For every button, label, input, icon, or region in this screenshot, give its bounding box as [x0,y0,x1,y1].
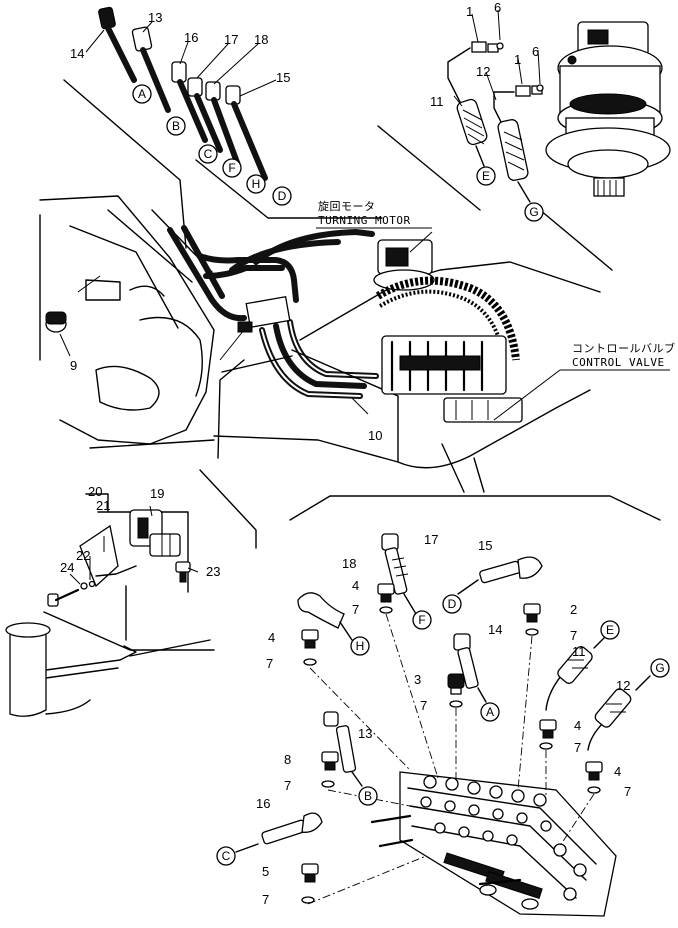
part-number: 15 [276,70,290,85]
part-number: 5 [262,864,269,879]
connection-marker-b: B [364,789,372,803]
part-number: 21 [96,498,110,513]
connection-marker-h: H [356,639,365,653]
turning-motor-assembly [377,9,671,271]
connection-marker-c: C [222,849,231,863]
part-number: 7 [570,628,577,643]
part-number: 7 [284,778,291,793]
part-number: 4 [352,578,359,593]
part-number: 19 [150,486,164,501]
part-number: 17 [424,532,438,547]
connection-marker-f: F [418,613,425,627]
part-number: 16 [184,30,198,45]
part-number: 9 [70,358,77,373]
part-number: 23 [206,564,220,579]
part-number: 17 [224,32,238,47]
connection-marker-h: H [252,177,261,191]
callout-labels: 旋回モータ TURNING MOTOR コントロールバルブ CONTROL VA… [60,0,676,907]
part-number: 22 [76,548,90,563]
connection-marker-g: G [529,205,538,219]
part-number: 20 [88,484,102,499]
part-number: 7 [624,784,631,799]
part-number: 24 [60,560,74,575]
connection-marker-f: F [228,161,235,175]
part-number: 14 [70,46,84,61]
connection-marker-d: D [278,189,287,203]
control-valve-label-jp: コントロールバルブ [572,341,676,355]
part-number: 7 [266,656,273,671]
part-number: 7 [262,892,269,907]
part-number: 7 [420,698,427,713]
connection-marker-a: A [486,705,494,719]
hose-group-top-left [85,6,277,181]
part-number: 15 [478,538,492,553]
connection-marker-a: A [138,87,146,101]
connection-marker-e: E [482,169,490,183]
part-number: 12 [616,678,630,693]
part-number: 4 [614,764,621,779]
bracket-assembly [5,493,215,717]
part-number: 7 [574,740,581,755]
part-number: 14 [488,622,502,637]
part-number: 10 [368,428,382,443]
connection-marker-g: G [655,661,664,675]
connection-marker-e: E [606,623,614,637]
part-number: 4 [268,630,275,645]
part-number: 2 [570,602,577,617]
connection-marker-b: B [172,119,180,133]
part-number: 6 [494,0,501,15]
part-number: 13 [358,726,372,741]
part-number: 11 [572,644,586,659]
turning-motor-label-jp: 旋回モータ [318,199,376,213]
connection-markers: A B C F H D E G F D H E G A B C [132,84,670,866]
control-valve-exploded [235,533,651,917]
turning-motor-label-en: TURNING MOTOR [318,214,411,227]
part-number: 8 [284,752,291,767]
part-number: 12 [476,64,490,79]
connection-marker-d: D [448,597,457,611]
control-valve-label-en: CONTROL VALVE [572,356,665,369]
part-number: 11 [430,94,444,109]
part-number: 18 [254,32,268,47]
machine-overview [39,195,601,549]
part-number: 1 [514,52,521,67]
part-number: 13 [148,10,162,25]
part-number: 18 [342,556,356,571]
part-number: 16 [256,796,270,811]
part-number: 7 [352,602,359,617]
part-number: 4 [574,718,581,733]
part-number: 3 [414,672,421,687]
connection-marker-c: C [204,147,213,161]
part-number: 6 [532,44,539,59]
part-number: 1 [466,4,473,19]
